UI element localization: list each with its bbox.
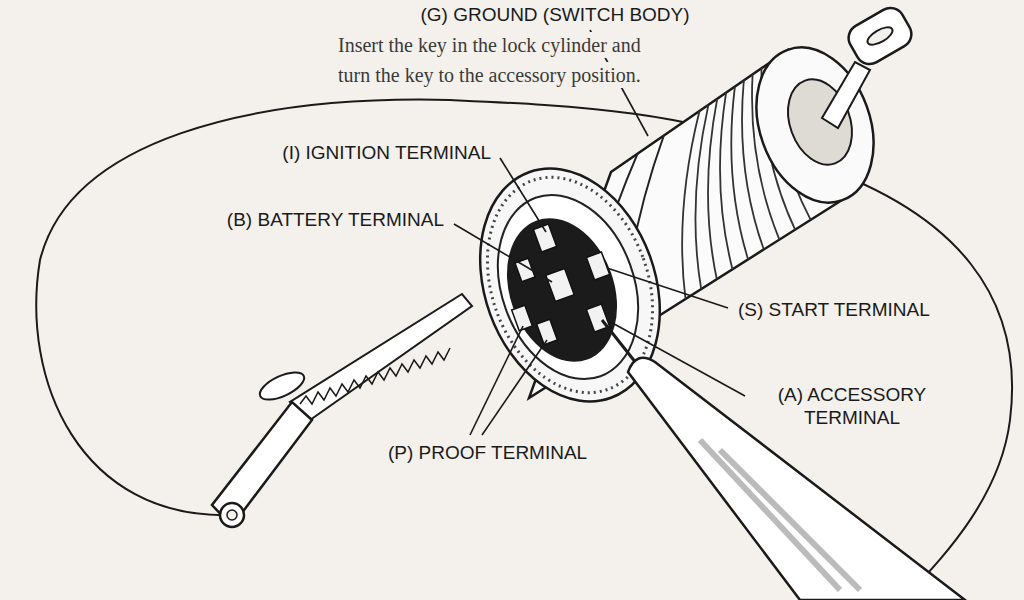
probe-handle <box>628 358 965 600</box>
probe-shading <box>700 440 860 590</box>
clip-tab <box>256 367 308 405</box>
callout-label: (P) PROOF TERMINAL <box>385 440 590 465</box>
leader-line <box>607 268 728 308</box>
clip-handle <box>212 402 312 526</box>
key-bow <box>844 3 917 69</box>
clip-ring-hole <box>227 510 237 520</box>
manual-text: Insert the key in the lock cylinder and <box>335 32 644 58</box>
leader-lines <box>454 30 745 435</box>
terminal <box>586 252 609 280</box>
callout-label: (G) GROUND (SWITCH BODY) <box>417 2 692 27</box>
terminals <box>512 224 610 345</box>
clip-jaw <box>290 294 472 420</box>
manual-text: turn the key to the accessory position. <box>335 62 644 88</box>
clip-teeth <box>300 348 450 404</box>
terminal <box>546 268 574 301</box>
terminal <box>533 224 556 252</box>
key-hole <box>865 24 895 48</box>
key-shaft <box>822 62 870 128</box>
leader-line <box>500 158 546 232</box>
terminal <box>586 304 609 332</box>
leader-line <box>607 320 745 396</box>
callout-label: (A) ACCESSORY TERMINAL <box>752 382 952 430</box>
callout-label: (S) START TERMINAL <box>735 297 933 322</box>
leader-line <box>454 224 552 282</box>
callout-label: (B) BATTERY TERMINAL <box>224 207 447 232</box>
leader-line <box>470 326 523 435</box>
leader-line <box>482 340 547 435</box>
clip-ring <box>220 503 244 527</box>
callout-label: (I) IGNITION TERMINAL <box>279 140 494 165</box>
